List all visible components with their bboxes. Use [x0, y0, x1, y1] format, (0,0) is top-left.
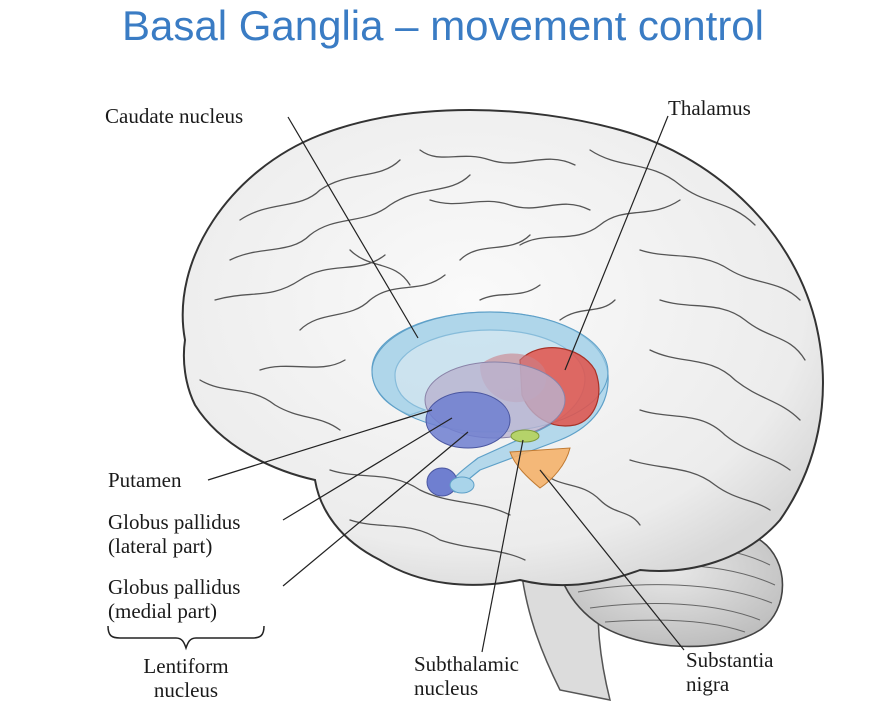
- label-subthalamic-2: nucleus: [414, 676, 479, 700]
- label-putamen: Putamen: [108, 468, 182, 492]
- slide-title: Basal Ganglia – movement control: [122, 2, 764, 49]
- label-globus-pallidus-medial-1: Globus pallidus: [108, 575, 241, 599]
- globus-pallidus: [425, 391, 511, 449]
- label-substantia-2: nigra: [686, 672, 730, 696]
- label-thalamus: Thalamus: [668, 96, 751, 120]
- lentiform-bracket: [107, 625, 265, 651]
- label-globus-pallidus-lateral-1: Globus pallidus: [108, 510, 241, 534]
- gyri-lines: [199, 149, 806, 561]
- label-lentiform-1: Lentiform: [143, 654, 229, 678]
- label-lentiform-2: nucleus: [153, 678, 219, 702]
- label-subthalamic-1: Subthalamic: [414, 652, 519, 676]
- substantia-nigra: [509, 447, 571, 489]
- label-caudate-nucleus: Caudate nucleus: [105, 104, 244, 128]
- label-globus-pallidus-medial-2: (medial part): [108, 599, 218, 623]
- leader-lines: [207, 115, 685, 653]
- label-substantia-1: Substantia: [686, 648, 774, 672]
- subthalamic-nucleus: [510, 429, 540, 443]
- label-globus-pallidus-lateral-2: (lateral part): [108, 534, 213, 558]
